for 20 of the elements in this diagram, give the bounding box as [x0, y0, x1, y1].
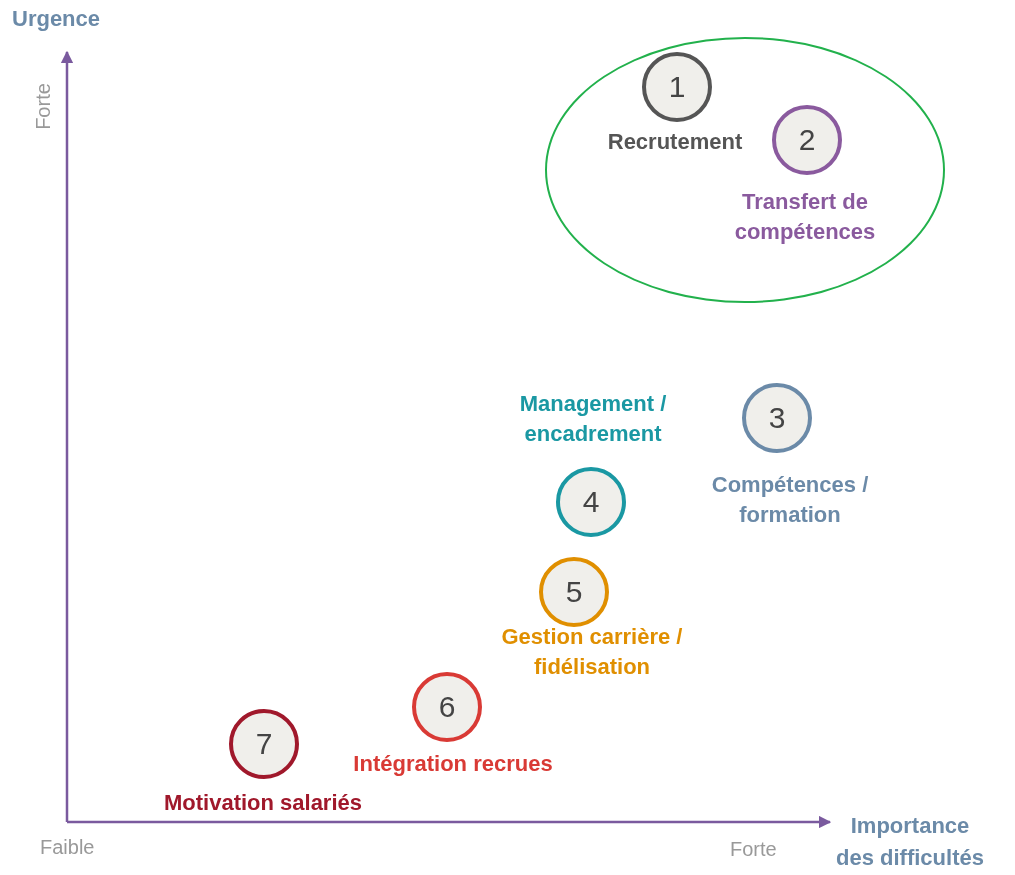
category-label: Gestion carrière / fidélisation [500, 623, 684, 681]
category-label: Intégration recrues [352, 750, 554, 778]
category-label: Transfert de compétences [733, 188, 877, 246]
circle-number: 5 [565, 575, 583, 609]
circle-number: 4 [582, 485, 600, 519]
category-label: Management / encadrement [518, 390, 668, 448]
group-ellipse [545, 37, 945, 303]
category-label: Motivation salariés [162, 789, 364, 817]
category-label: Recrutement [606, 128, 744, 156]
circle-number: 2 [798, 123, 816, 157]
axis-title: Urgence [12, 6, 101, 32]
circle-number: 7 [255, 727, 273, 761]
axis-title: Importance des difficultés [835, 812, 985, 872]
axis-end-label: Forte [31, 83, 55, 130]
category-label: Compétences / formation [710, 471, 870, 529]
axis-end-label: Forte [730, 838, 777, 861]
circle-number: 6 [438, 690, 456, 724]
axis-end-label: Faible [40, 836, 95, 859]
circle-number: 1 [668, 70, 686, 104]
circle-number: 3 [768, 401, 786, 435]
